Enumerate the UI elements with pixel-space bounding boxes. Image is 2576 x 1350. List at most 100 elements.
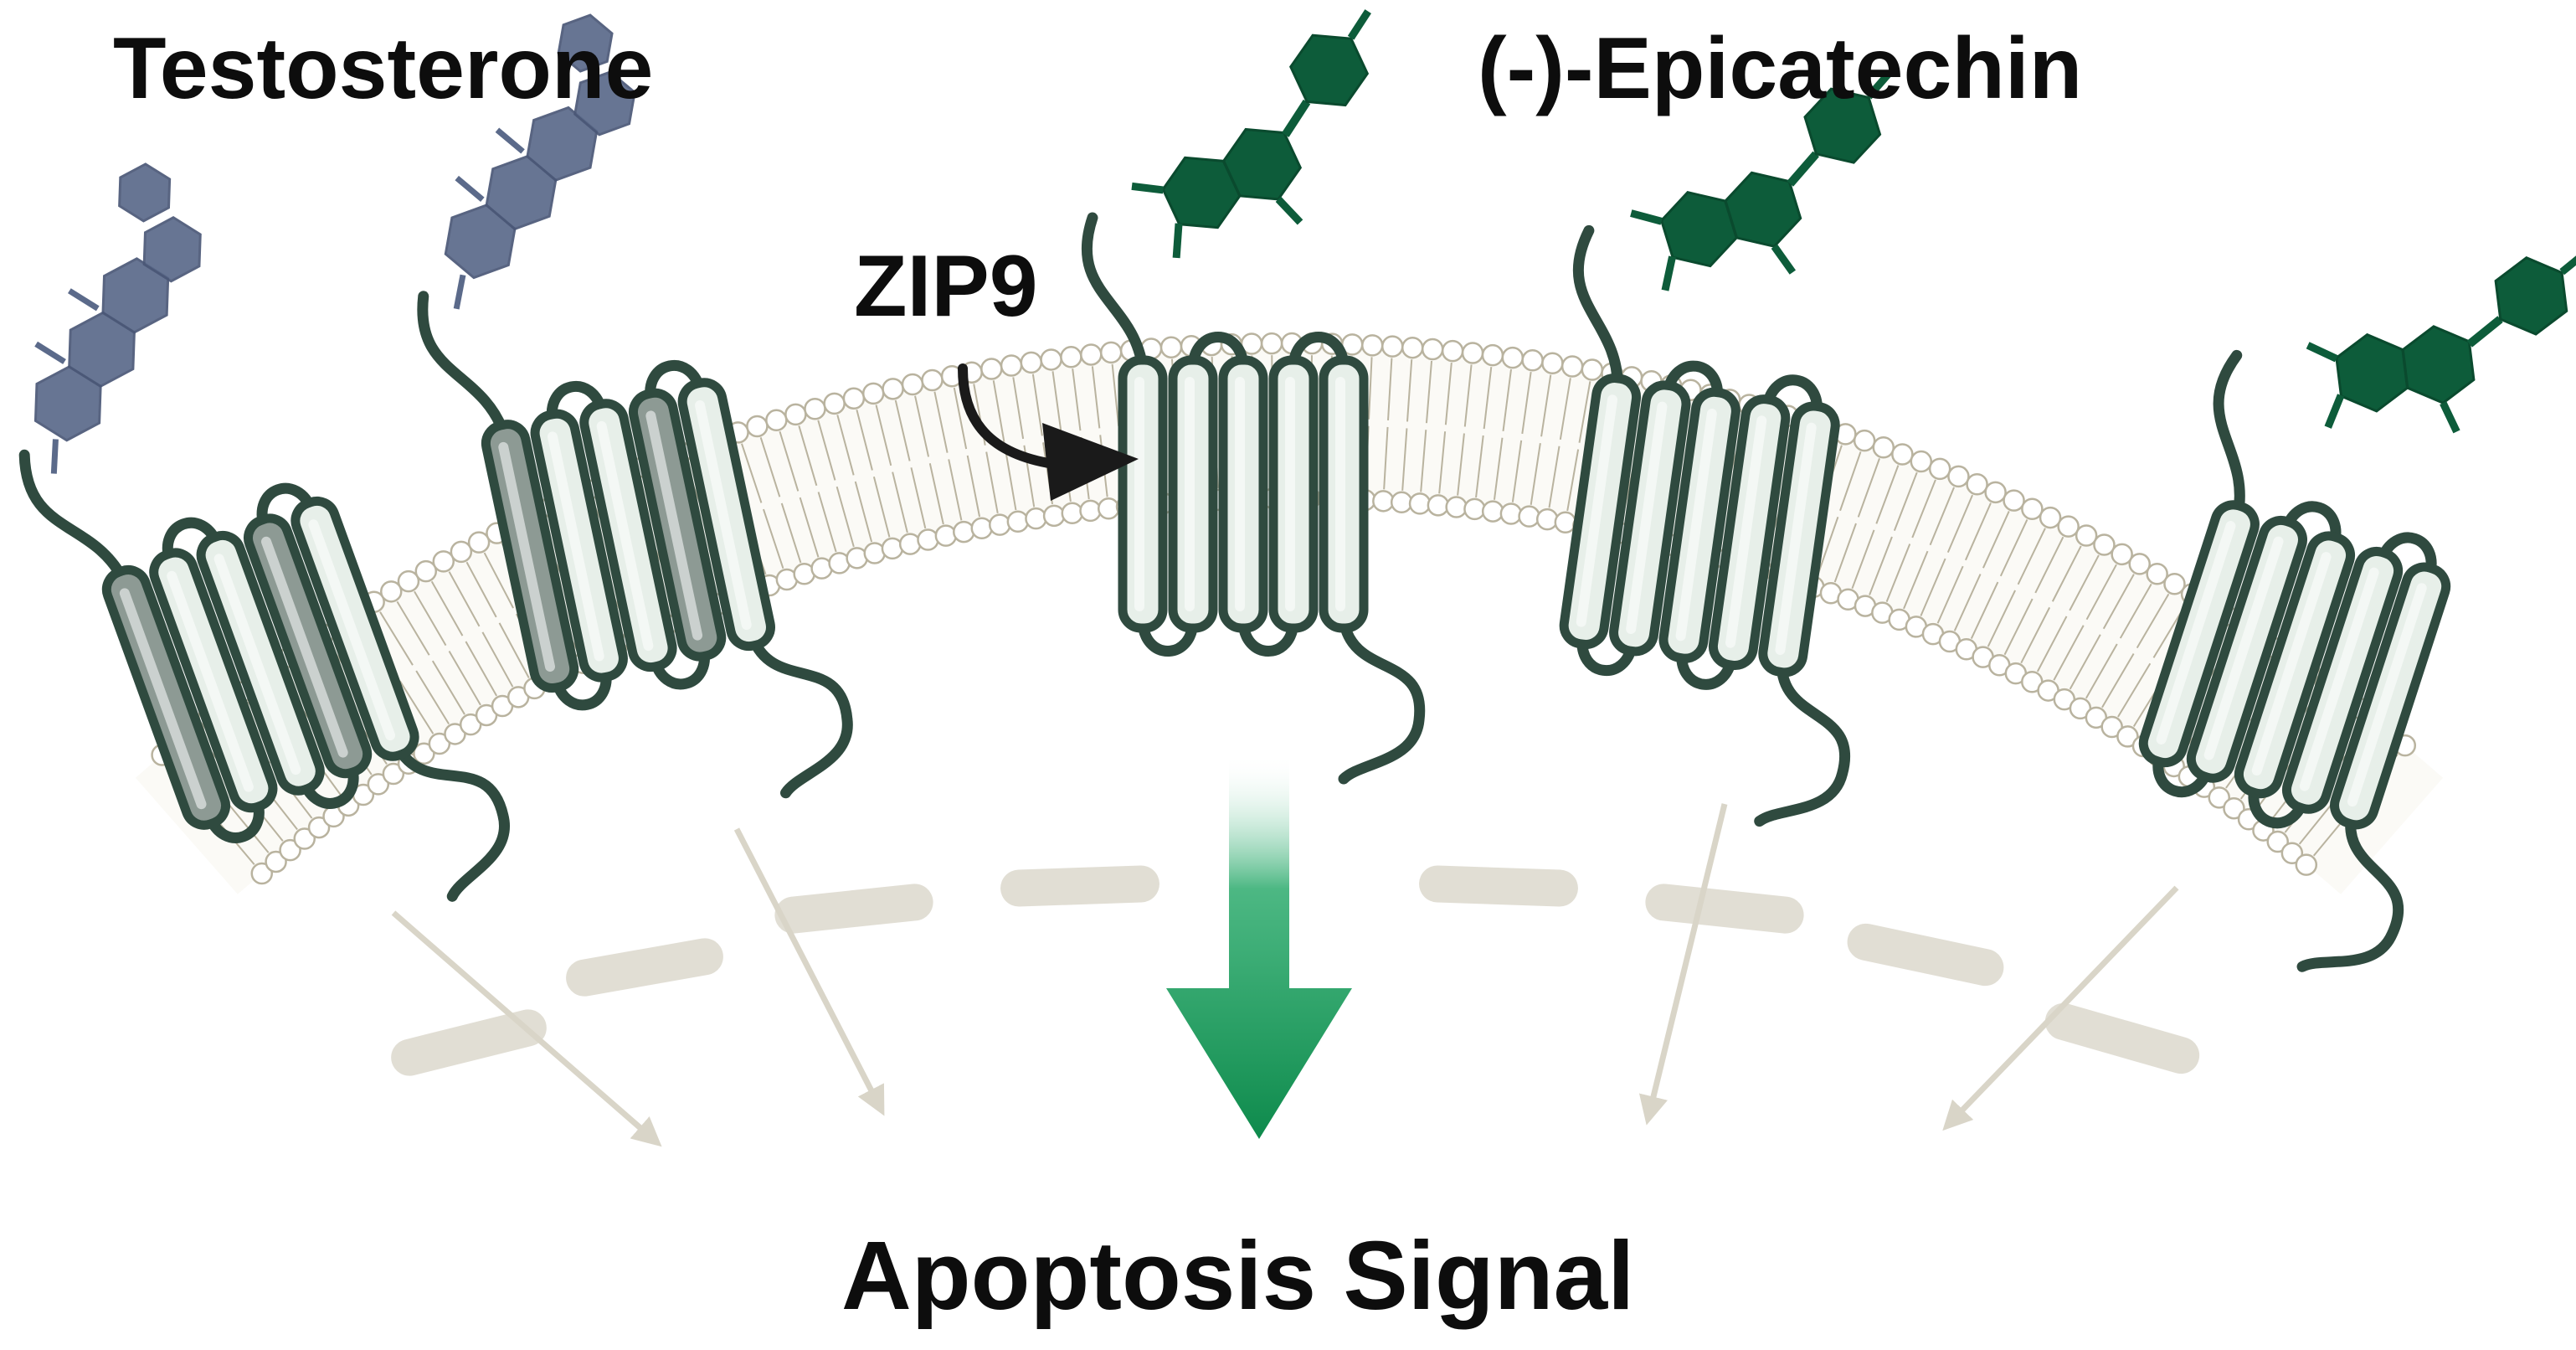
epicatechin-label: (-)-Epicatechin bbox=[1478, 25, 2082, 112]
hydroxyl-group bbox=[1774, 244, 1792, 276]
faded-signal-arrow bbox=[737, 829, 879, 1105]
down-arrow-icon bbox=[1166, 754, 1352, 1139]
lipid-head bbox=[1986, 482, 2006, 502]
lipid-head bbox=[1542, 353, 1562, 374]
n-terminus bbox=[2185, 353, 2285, 514]
methyl-group bbox=[457, 178, 483, 200]
lipid-head bbox=[863, 384, 883, 404]
lipid-head bbox=[2296, 855, 2316, 875]
lipid-head bbox=[1062, 503, 1082, 523]
lipid-head bbox=[936, 526, 956, 546]
hydroxyl-group bbox=[1278, 195, 1300, 227]
lipid-head bbox=[1447, 497, 1467, 517]
helix-highlight bbox=[1335, 377, 1345, 611]
apoptosis-arrow bbox=[1166, 754, 1352, 1139]
faded-signal-molecule bbox=[2041, 999, 2204, 1079]
lipid-head bbox=[1930, 459, 1950, 479]
zip9-label: ZIP9 bbox=[854, 243, 1038, 330]
hydroxyl-group bbox=[2443, 402, 2456, 433]
faded-signal-arrow bbox=[393, 913, 653, 1139]
lipid-head bbox=[1422, 339, 1442, 359]
lipid-head bbox=[1373, 491, 1393, 511]
lipid-head bbox=[747, 416, 767, 436]
lipid-head bbox=[981, 358, 1001, 379]
lipid-head bbox=[883, 379, 903, 399]
hydroxyl-group bbox=[2308, 342, 2337, 362]
lipid-head bbox=[766, 410, 786, 430]
lipid-head bbox=[1854, 430, 1874, 451]
lipid-head bbox=[1044, 506, 1064, 526]
hydroxyl-group bbox=[1631, 205, 1661, 229]
lipid-head bbox=[1463, 343, 1483, 363]
lipid-head bbox=[2004, 491, 2024, 511]
epicatechin-molecule bbox=[2301, 250, 2576, 448]
testosterone-label: Testosterone bbox=[113, 25, 653, 112]
faded-signal-molecule bbox=[1418, 865, 1578, 908]
lipid-head bbox=[1483, 345, 1503, 365]
lipid-head bbox=[1428, 495, 1448, 515]
epicatechin-molecule bbox=[1107, 10, 1437, 281]
hydroxyl-group bbox=[1344, 12, 1375, 39]
c-terminus bbox=[753, 621, 860, 793]
lipid-head bbox=[1026, 508, 1046, 528]
lipid-head bbox=[900, 534, 920, 554]
lipid-head bbox=[1874, 437, 1894, 457]
lipid-head bbox=[1464, 499, 1484, 519]
methyl-group bbox=[69, 291, 98, 308]
ketone-group bbox=[444, 275, 476, 308]
lipid-head bbox=[1410, 493, 1430, 513]
faded-signal-molecule bbox=[773, 882, 935, 935]
ring-linker bbox=[1277, 102, 1316, 136]
faded-signal-molecule bbox=[1844, 920, 2008, 990]
lipid-head bbox=[1362, 335, 1382, 355]
lipid-head bbox=[990, 515, 1010, 535]
lipid-head bbox=[1555, 513, 1576, 533]
faded-signal-molecule bbox=[1000, 865, 1159, 908]
lipid-head bbox=[954, 522, 974, 542]
catechol-ring bbox=[1283, 21, 1375, 119]
lipid-head bbox=[1562, 357, 1582, 377]
lipid-head bbox=[1523, 350, 1543, 370]
lipid-head bbox=[1948, 466, 1968, 487]
lipid-head bbox=[2040, 508, 2060, 528]
helix-highlight bbox=[1235, 377, 1245, 611]
faded-signal-arrows bbox=[387, 804, 2203, 1139]
testosterone-molecule bbox=[0, 157, 230, 481]
lipid-head bbox=[1061, 347, 1081, 367]
ring-linker bbox=[2467, 319, 2503, 344]
hydroxyl-group bbox=[1164, 224, 1191, 258]
lipid-head bbox=[1041, 349, 1062, 369]
lipid-head bbox=[1442, 341, 1463, 361]
catechol-ring bbox=[2493, 254, 2568, 338]
faded-signal-molecule bbox=[387, 1006, 550, 1080]
ketone-group bbox=[39, 439, 69, 473]
hydroxyl-group bbox=[1656, 256, 1681, 290]
lipid-head bbox=[1967, 474, 1987, 494]
faded-signal-molecule bbox=[563, 935, 727, 999]
helix-highlight bbox=[1285, 377, 1295, 611]
lipid-head bbox=[1008, 512, 1028, 532]
hydroxyl-group bbox=[1132, 175, 1163, 202]
lipid-head bbox=[1402, 338, 1422, 358]
lipid-head bbox=[805, 399, 825, 419]
lipid-head bbox=[902, 374, 923, 394]
faded-signal-arrow bbox=[1649, 804, 1725, 1114]
lipid-head bbox=[825, 394, 845, 414]
faded-signal-arrow bbox=[1951, 888, 2177, 1122]
helix-highlight bbox=[1134, 377, 1144, 611]
faded-signal-molecule bbox=[1643, 882, 1806, 935]
lipid-head bbox=[1262, 333, 1282, 353]
c-terminus bbox=[1344, 620, 1420, 779]
lipid-head bbox=[1483, 502, 1503, 522]
lipid-head bbox=[1892, 445, 1912, 465]
methyl-group bbox=[36, 344, 64, 362]
lipid-head bbox=[1021, 353, 1041, 373]
lipid-head bbox=[1080, 501, 1100, 521]
lipid-head bbox=[1501, 504, 1521, 524]
flavanol-ring bbox=[2334, 331, 2409, 415]
lipid-head bbox=[1537, 509, 1557, 529]
lipid-head bbox=[923, 370, 943, 390]
lipid-head bbox=[1911, 451, 1931, 471]
